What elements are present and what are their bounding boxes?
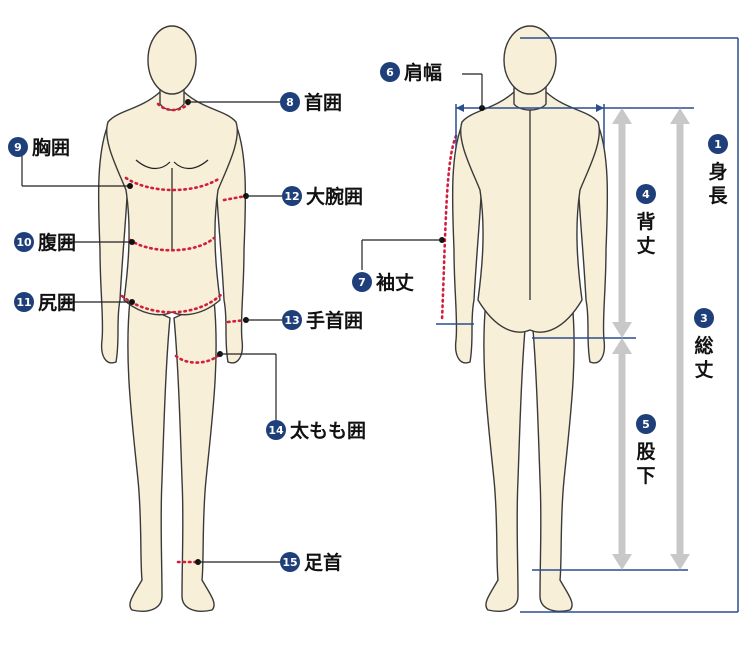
back-head: [503, 25, 557, 95]
back-length-label-char-2: 丈: [636, 235, 655, 257]
back-right-leg: [531, 299, 575, 612]
total-length-label-char-2: 丈: [694, 359, 713, 381]
back-left-leg: [483, 299, 527, 612]
front-right-leg: [173, 299, 217, 612]
badge-number: 7: [358, 276, 366, 289]
label-hip-girth: 11 尻囲: [14, 292, 76, 314]
total-length-arrow: [670, 108, 690, 570]
badge-number: 4: [642, 188, 650, 201]
front-figure: [97, 25, 247, 612]
front-right-arm: [215, 119, 247, 364]
waist-girth-label: 腹囲: [37, 231, 76, 254]
label-waist-girth: 10 腹囲: [14, 231, 76, 254]
height-label-char-1: 身: [708, 160, 727, 183]
sleeve-length-label: 袖丈: [376, 271, 414, 294]
back-right-arm: [577, 119, 609, 364]
chest-dots: [124, 176, 222, 192]
neck-dots: [156, 102, 190, 112]
sleeve-dots: [440, 134, 458, 322]
inseam-arrow: [612, 338, 632, 570]
label-neck-girth: 8 首囲: [280, 91, 342, 114]
badge-number: 8: [286, 96, 294, 109]
badge-number: 10: [16, 236, 32, 249]
label-shoulder-width: 6 肩幅: [380, 61, 442, 84]
thigh-girth-label: 太もも囲: [290, 419, 366, 442]
front-head: [147, 25, 197, 95]
back-left-arm: [451, 119, 483, 364]
back-figure: [451, 25, 609, 612]
inseam-label-char-2: 下: [636, 465, 655, 487]
height-label-char-2: 長: [708, 185, 728, 207]
label-chest-girth: 9 胸囲: [8, 136, 70, 159]
badge-number: 13: [284, 314, 299, 327]
hip-girth-label: 尻囲: [38, 292, 76, 314]
front-left-leg: [127, 299, 171, 612]
waist-dots: [128, 236, 216, 252]
badge-number: 12: [284, 190, 299, 203]
label-ankle-girth: 15 足首: [280, 551, 342, 574]
label-upper-arm-girth: 12 大腕囲: [282, 185, 363, 208]
thigh-dots: [174, 352, 222, 364]
shoulder-width-label: 肩幅: [404, 61, 442, 84]
label-inseam: 5 股 下: [636, 414, 656, 487]
label-thigh-girth: 14 太もも囲: [266, 419, 366, 442]
label-total-length: 3 総 丈: [694, 308, 714, 381]
label-back-length: 4 背 丈: [636, 184, 656, 257]
inseam-label-char-1: 股: [636, 441, 655, 463]
chest-girth-label: 胸囲: [32, 136, 70, 159]
back-length-arrow: [612, 108, 632, 338]
ankle-girth-label: 足首: [304, 551, 342, 574]
badge-number: 1: [714, 138, 722, 151]
back-guides: [361, 37, 739, 613]
label-sleeve-length: 7 袖丈: [352, 271, 414, 294]
upper-arm-girth-label: 大腕囲: [306, 185, 363, 208]
badge-number: 3: [700, 312, 708, 325]
total-length-label-char-1: 総: [694, 334, 713, 357]
wrist-girth-label: 手首囲: [306, 309, 363, 332]
badge-number: 6: [386, 66, 394, 79]
front-leader-lines: [21, 99, 282, 565]
badge-number: 9: [14, 141, 22, 154]
badge-number: 14: [268, 424, 284, 437]
upper-arm-dots: [222, 194, 248, 202]
badge-number: 11: [16, 296, 31, 309]
badge-number: 15: [282, 556, 297, 569]
badge-number: 5: [642, 418, 650, 431]
label-wrist-girth: 13 手首囲: [282, 309, 363, 332]
back-length-label-char-1: 背: [636, 210, 655, 233]
neck-girth-label: 首囲: [304, 91, 342, 114]
label-height: 1 身 長: [708, 134, 728, 207]
